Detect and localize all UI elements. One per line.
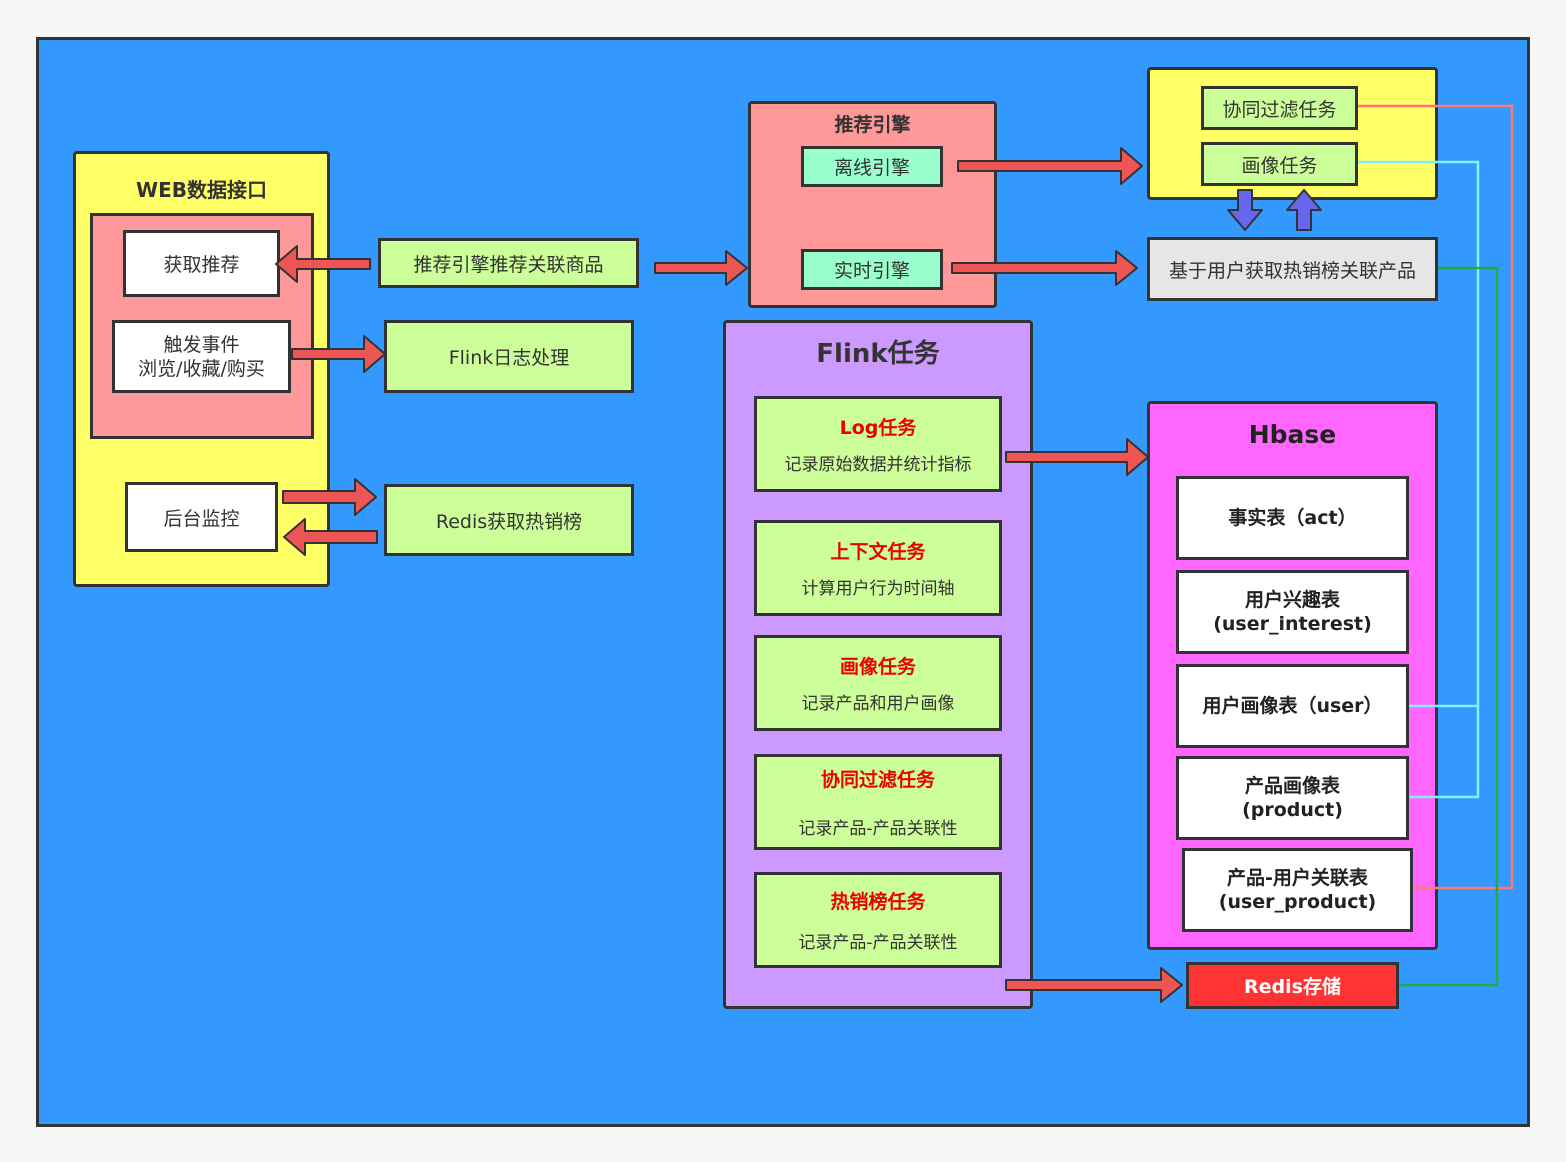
redis-storage-box: Redis存储 (1186, 962, 1399, 1009)
flink-task-title: Log任务 (839, 417, 917, 439)
redis-hot-list-box: Redis获取热销榜 (384, 484, 634, 556)
flink-task-profile: 画像任务 记录产品和用户画像 (754, 635, 1002, 731)
trigger-event-line2: 浏览/收藏/购买 (138, 357, 265, 380)
flink-task-desc: 记录产品和用户画像 (801, 694, 955, 714)
hbase-table-key: (product) (1242, 799, 1343, 821)
arrow-to-get-recommendation (275, 245, 371, 283)
arrow-tasks-down (1227, 189, 1263, 231)
backend-monitor-box: 后台监控 (125, 482, 278, 552)
connector-profile-product (1409, 706, 1480, 799)
hbase-table-name: 用户兴趣表 (1244, 589, 1340, 611)
flink-task-title: 热销榜任务 (830, 891, 926, 913)
hbase-table-name: 产品-用户关联表 (1227, 867, 1368, 889)
connector-profile-user (1358, 160, 1480, 708)
flink-task-desc: 计算用户行为时间轴 (801, 579, 955, 599)
arrow-log-to-hbase (1005, 438, 1149, 476)
cf-task-box: 协同过滤任务 (1201, 86, 1358, 130)
flink-task-desc: 记录产品-产品关联性 (798, 933, 958, 953)
trigger-event-box: 触发事件 浏览/收藏/购买 (112, 320, 291, 393)
hbase-table-product: 产品画像表 (product) (1176, 756, 1409, 840)
connector-cf-user-product (1358, 104, 1514, 890)
flink-task-title: 协同过滤任务 (820, 769, 935, 791)
flink-task-desc: 记录原始数据并统计指标 (784, 455, 972, 475)
hot-related-products-box: 基于用户获取热销榜关联产品 (1147, 237, 1438, 301)
flink-task-desc: 记录产品-产品关联性 (798, 819, 958, 839)
arrow-offline-to-tasks (957, 147, 1143, 185)
arrow-realtime-to-hot (951, 250, 1138, 286)
flink-task-title: 画像任务 (839, 656, 916, 678)
realtime-engine-box: 实时引擎 (801, 249, 943, 290)
hbase-table-user-interest: 用户兴趣表 (user_interest) (1176, 570, 1409, 654)
flink-task-hot: 热销榜任务 记录产品-产品关联性 (754, 872, 1002, 968)
get-recommendation-box: 获取推荐 (123, 230, 280, 297)
flink-task-log: Log任务 记录原始数据并统计指标 (754, 396, 1002, 492)
hbase-table-act: 事实表（act） (1176, 476, 1409, 560)
arrow-to-backend (283, 518, 378, 556)
web-interface-title: WEB数据接口 (136, 178, 267, 202)
hbase-table-user-product: 产品-用户关联表 (user_product) (1182, 848, 1413, 932)
hbase-title: Hbase (1248, 420, 1337, 449)
flink-task-cf: 协同过滤任务 记录产品-产品关联性 (754, 754, 1002, 850)
hbase-table-key: (user_product) (1218, 891, 1377, 913)
hbase-table-user: 用户画像表（user） (1176, 664, 1409, 748)
connector-hot-redis (1399, 266, 1499, 987)
hbase-table-key: (user_interest) (1213, 613, 1372, 635)
arrow-to-engine (654, 250, 748, 286)
arrow-hot-to-redis (1005, 967, 1183, 1003)
flink-log-processing-box: Flink日志处理 (384, 320, 634, 393)
flink-task-context: 上下文任务 计算用户行为时间轴 (754, 520, 1002, 616)
trigger-event-line1: 触发事件 (163, 333, 240, 356)
flink-title: Flink任务 (816, 339, 940, 369)
arrow-to-flink-log (291, 335, 386, 373)
arrow-tasks-up (1286, 189, 1322, 231)
profile-task-box: 画像任务 (1201, 142, 1358, 186)
engine-title: 推荐引擎 (834, 114, 911, 136)
hbase-table-name: 事实表（act） (1228, 507, 1357, 529)
hbase-table-name: 用户画像表（user） (1202, 695, 1383, 717)
offline-engine-box: 离线引擎 (801, 146, 943, 187)
hbase-table-name: 产品画像表 (1244, 775, 1340, 797)
arrow-to-redis-hot (282, 478, 377, 516)
rec-related-goods-box: 推荐引擎推荐关联商品 (378, 238, 639, 288)
flink-task-title: 上下文任务 (830, 541, 926, 563)
